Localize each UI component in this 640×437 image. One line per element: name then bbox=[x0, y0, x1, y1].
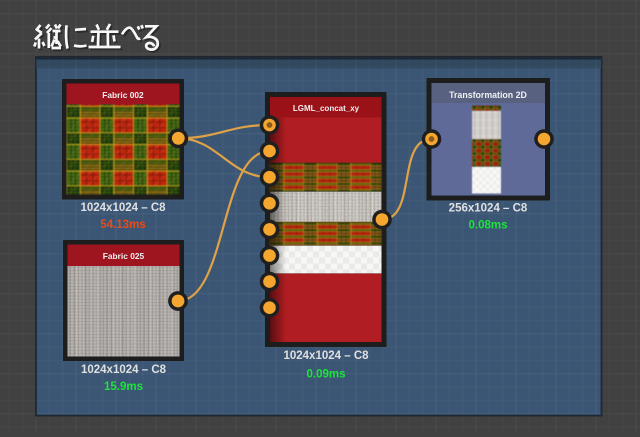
svg-text:54.13ms: 54.13ms bbox=[100, 219, 145, 231]
svg-text:1024x1024 – C8: 1024x1024 – C8 bbox=[80, 202, 166, 214]
svg-text:LGML_concat_xy: LGML_concat_xy bbox=[293, 104, 360, 113]
svg-text:1024x1024 – C8: 1024x1024 – C8 bbox=[81, 364, 167, 376]
svg-text:Fabric 025: Fabric 025 bbox=[103, 251, 145, 261]
svg-text:1024x1024 – C8: 1024x1024 – C8 bbox=[283, 350, 369, 362]
svg-text:Transformation 2D: Transformation 2D bbox=[449, 90, 527, 100]
svg-text:0.09ms: 0.09ms bbox=[306, 368, 345, 380]
svg-text:0.08ms: 0.08ms bbox=[468, 220, 507, 232]
svg-text:15.9ms: 15.9ms bbox=[104, 381, 143, 393]
svg-text:256x1024 – C8: 256x1024 – C8 bbox=[449, 203, 528, 215]
svg-text:Fabric 002: Fabric 002 bbox=[102, 90, 144, 100]
